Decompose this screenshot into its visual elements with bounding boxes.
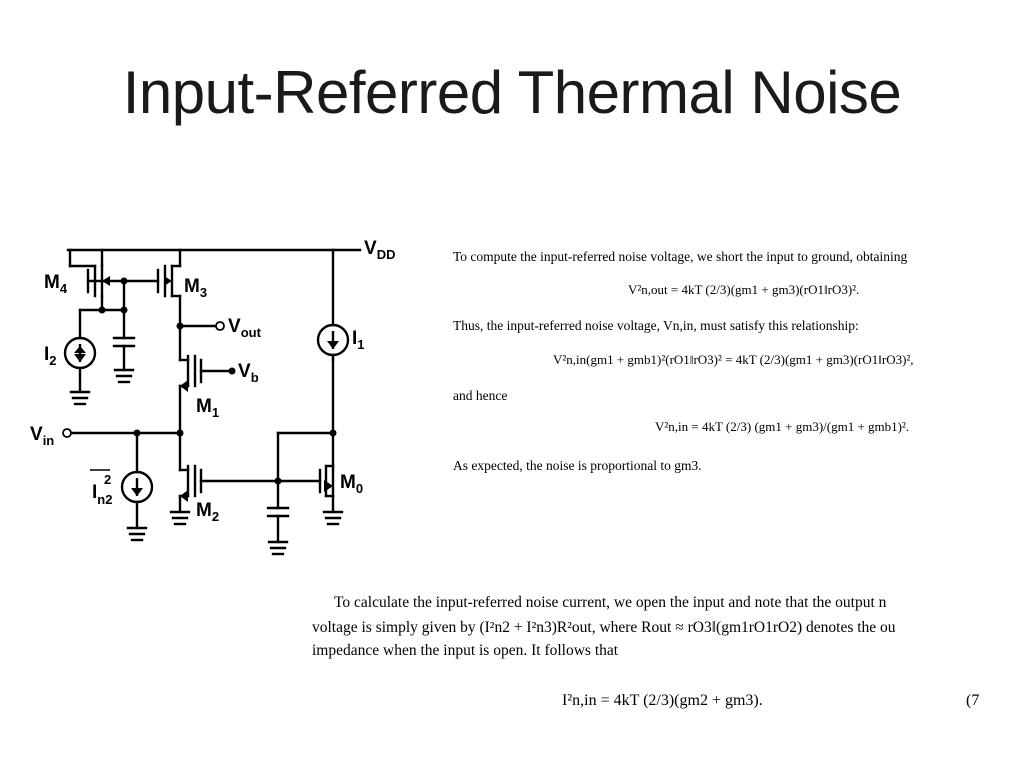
label-m1: M1: [196, 396, 219, 420]
label-vb: Vb: [238, 361, 259, 385]
paragraph-4: As expected, the noise is proportional t…: [453, 458, 702, 473]
label-m0: M0: [340, 472, 363, 496]
lower-text-block: To calculate the input-referred noise cu…: [312, 590, 984, 720]
paragraph-5-line-2: voltage is simply given by (I²n2 + I²n3)…: [312, 619, 896, 636]
equation-4-number: (7: [966, 692, 980, 709]
paragraph-2: Thus, the input-referred noise voltage, …: [453, 318, 859, 333]
label-vdd: VDD: [364, 238, 395, 262]
equation-3: V²n,in = 4kT (2/3) (gm1 + gm3)/(gm1 + gm…: [655, 419, 910, 434]
label-m3: M3: [184, 276, 207, 300]
label-vout: Vout: [228, 316, 262, 340]
circuit-schematic: VDD M4 M3 Vout Vb M1 I1 I2 Vin In22 M2 M…: [30, 238, 395, 556]
label-i1: I1: [352, 328, 365, 352]
equation-2: V²n,in(gm1 + gmb1)²(rO1‖rO3)² = 4kT (2/3…: [553, 352, 914, 367]
paragraph-5-line-1: To calculate the input-referred noise cu…: [334, 594, 887, 611]
paragraph-1: To compute the input-referred noise volt…: [453, 249, 908, 264]
label-in2: In22: [92, 472, 112, 507]
label-vin: Vin: [30, 424, 54, 448]
equation-1: V²n,out = 4kT (2/3)(gm1 + gm3)(rO1‖rO3)²…: [628, 282, 860, 297]
equation-4: I²n,in = 4kT (2/3)(gm2 + gm3).: [562, 692, 763, 709]
label-m4: M4: [44, 272, 68, 296]
label-m2: M2: [196, 500, 219, 524]
label-i2: I2: [44, 344, 57, 368]
paragraph-5-line-3: impedance when the input is open. It fol…: [312, 642, 619, 659]
paragraph-3: and hence: [453, 388, 508, 403]
slide-title: Input-Referred Thermal Noise: [122, 59, 902, 126]
